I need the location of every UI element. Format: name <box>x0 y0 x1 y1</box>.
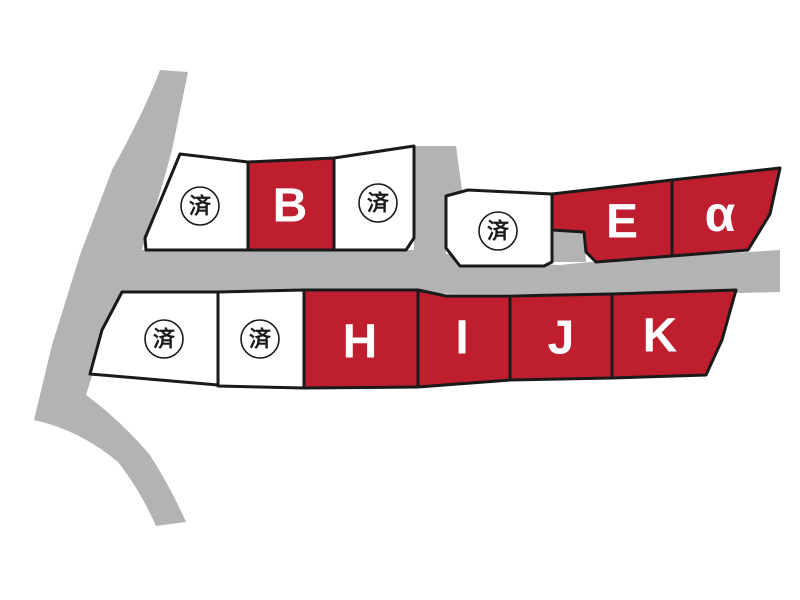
lot-H[interactable]: H <box>302 288 420 390</box>
lot-K[interactable]: K <box>610 288 738 380</box>
lot-label: J <box>548 312 575 365</box>
sold-mark-circle <box>478 211 518 251</box>
sold-mark: 済 <box>367 191 390 217</box>
sold-mark-circle <box>358 183 398 223</box>
lot-J[interactable]: J <box>508 292 614 382</box>
road-notch <box>552 230 586 262</box>
lot-label: I <box>455 312 468 365</box>
lot-alpha[interactable]: α <box>670 166 782 258</box>
lot-label: α <box>705 186 736 242</box>
lot-top-1[interactable]: 済 <box>143 152 250 252</box>
lot-label: B <box>273 180 308 233</box>
sold-mark-circle <box>144 319 184 359</box>
lot-right-1[interactable]: 済 <box>444 188 554 268</box>
road-branch <box>414 146 462 262</box>
sold-mark: 済 <box>189 194 212 220</box>
lot-bottom-2[interactable]: 済 <box>216 288 306 390</box>
lot-top-3[interactable]: 済 <box>332 144 416 252</box>
sold-mark: 済 <box>153 327 176 353</box>
lot-bottom-1[interactable]: 済 <box>88 290 220 387</box>
sold-mark: 済 <box>487 219 510 245</box>
lot-B[interactable]: B <box>246 156 336 252</box>
lot-shape-available[interactable] <box>610 288 738 380</box>
sold-mark: 済 <box>249 327 272 353</box>
lot-I[interactable]: I <box>416 288 512 389</box>
road-west-diagonal <box>34 70 188 526</box>
lot-label: E <box>606 196 638 249</box>
sold-mark-circle <box>180 186 220 226</box>
sold-mark-circle <box>240 319 280 359</box>
road-center <box>120 250 780 296</box>
lot-shape-available[interactable] <box>670 166 782 258</box>
lot-label: K <box>643 310 678 363</box>
lot-label: H <box>343 316 378 369</box>
